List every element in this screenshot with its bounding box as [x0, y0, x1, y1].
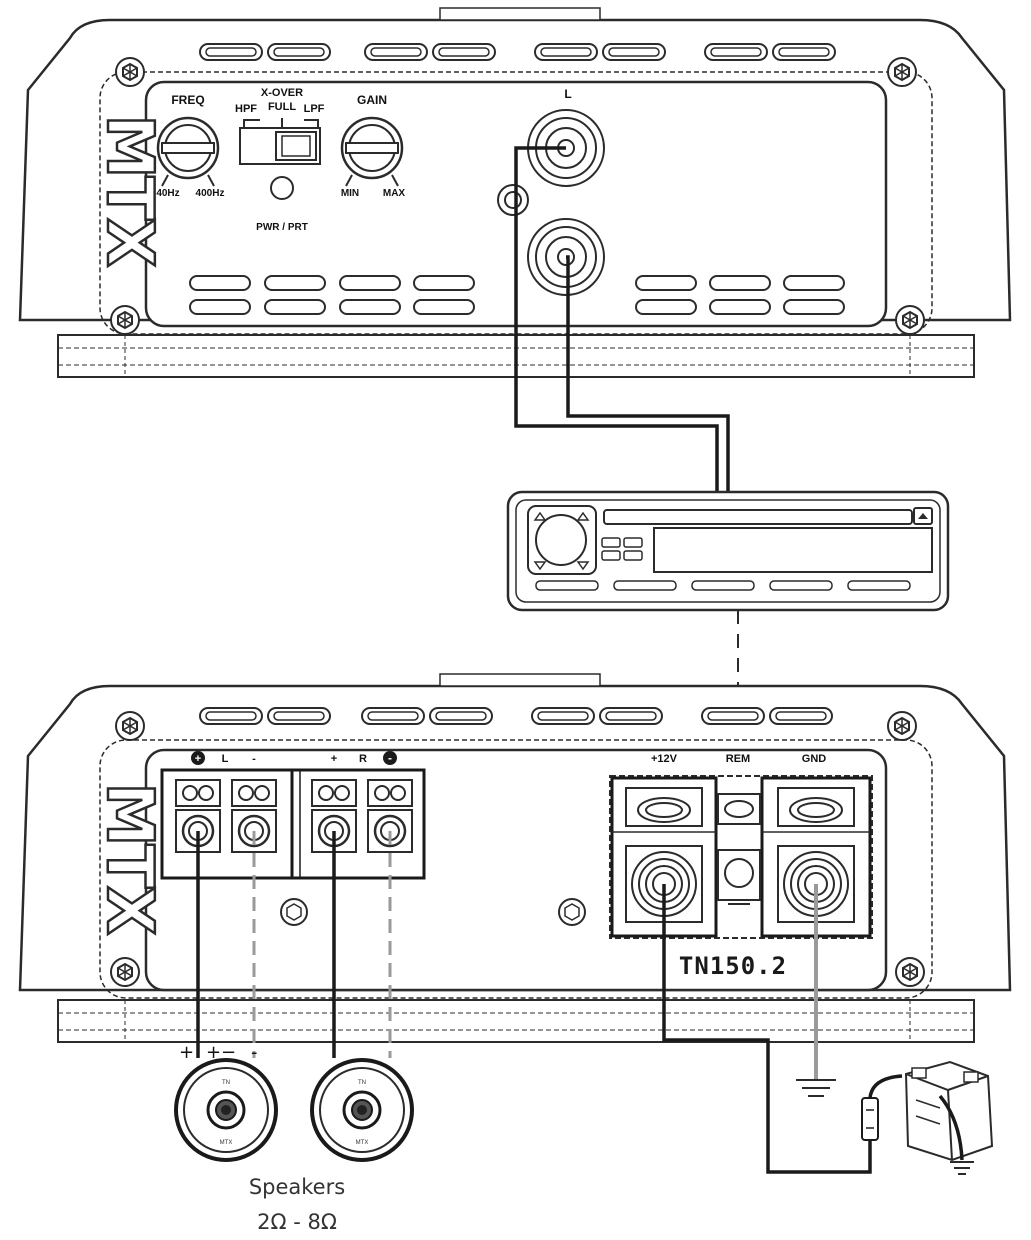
head-unit: [506, 490, 950, 612]
screw-icon: [887, 57, 917, 87]
rem-terminal[interactable]: [717, 793, 761, 905]
screw-icon: [115, 711, 145, 741]
mount-hole-icon: [280, 898, 308, 926]
svg-text:MTX: MTX: [92, 115, 166, 267]
terminal-right-minus: -: [388, 751, 392, 765]
gain-label: GAIN: [357, 93, 387, 107]
freq-max-label: 400Hz: [196, 188, 225, 199]
bottom-amplifier: MTX + L - + R - +12V REM GND: [18, 673, 1012, 1043]
freq-label: FREQ: [171, 93, 204, 107]
plus-icon: [191, 751, 205, 765]
screw-icon: [895, 305, 925, 335]
power-rem-label: REM: [726, 753, 750, 765]
power-led-icon: [270, 176, 294, 200]
mount-hole-icon: [497, 184, 529, 216]
mount-hole-icon: [558, 898, 586, 926]
polarity-mark: −: [221, 1042, 236, 1063]
freq-knob[interactable]: [156, 116, 220, 187]
xover-label: X-OVER: [261, 87, 303, 99]
speakers-caption-title: Speakers: [248, 1175, 346, 1199]
left-speaker-icon: [174, 1058, 278, 1162]
screw-icon: [895, 957, 925, 987]
xover-switch[interactable]: [239, 118, 321, 165]
power-wire: [662, 884, 872, 1174]
nav-pad[interactable]: [527, 505, 597, 575]
ground-symbol-icon: [796, 1079, 836, 1097]
hpf-label: HPF: [235, 103, 257, 115]
rca-left-label: L: [564, 87, 571, 101]
screw-icon: [115, 57, 145, 87]
gain-max-label: MAX: [383, 188, 406, 199]
minus-icon: [383, 751, 397, 765]
battery-cable: [868, 1074, 903, 1099]
terminal-right-label: R: [359, 753, 367, 765]
terminal-right-plus: +: [331, 753, 337, 765]
power-terminal-block: [609, 775, 873, 939]
polarity-mark: +: [179, 1042, 194, 1063]
power-led-label: PWR / PRT: [256, 222, 308, 233]
preset-buttons[interactable]: [535, 580, 911, 591]
gain-knob[interactable]: [340, 116, 404, 187]
head-unit-display: [653, 527, 933, 573]
speakers-caption-impedance: 2Ω - 8Ω: [257, 1210, 337, 1234]
fuse-holder-icon: [861, 1097, 879, 1141]
brand-logo: MTX: [91, 781, 168, 936]
svg-text:MTX: MTX: [92, 783, 166, 935]
lpf-label: LPF: [304, 103, 325, 115]
gain-min-label: MIN: [341, 188, 359, 199]
screw-icon: [110, 305, 140, 335]
screw-icon: [887, 711, 917, 741]
small-buttons[interactable]: [601, 537, 643, 561]
terminal-left-label: L: [222, 753, 229, 765]
full-label: FULL: [268, 101, 296, 113]
freq-min-label: 40Hz: [156, 188, 179, 199]
power-gnd-label: GND: [802, 753, 827, 765]
polarity-mark: +: [206, 1042, 221, 1063]
brand-logo: MTX: [91, 113, 168, 268]
screw-icon: [110, 957, 140, 987]
right-speaker-icon: [310, 1058, 414, 1162]
polarity-mark: -: [251, 1042, 258, 1063]
speaker-terminal-block: [160, 768, 426, 880]
ground-symbol-icon: [950, 1161, 974, 1175]
model-label: TN150.2: [679, 952, 787, 980]
power-12v-label: +12V: [651, 753, 678, 765]
rca-cable: [514, 146, 730, 492]
speaker-wires: [196, 831, 392, 1058]
battery-ground-cable: [938, 1094, 964, 1161]
terminal-left-minus: -: [252, 753, 256, 765]
terminal-left-plus: +: [195, 753, 201, 765]
